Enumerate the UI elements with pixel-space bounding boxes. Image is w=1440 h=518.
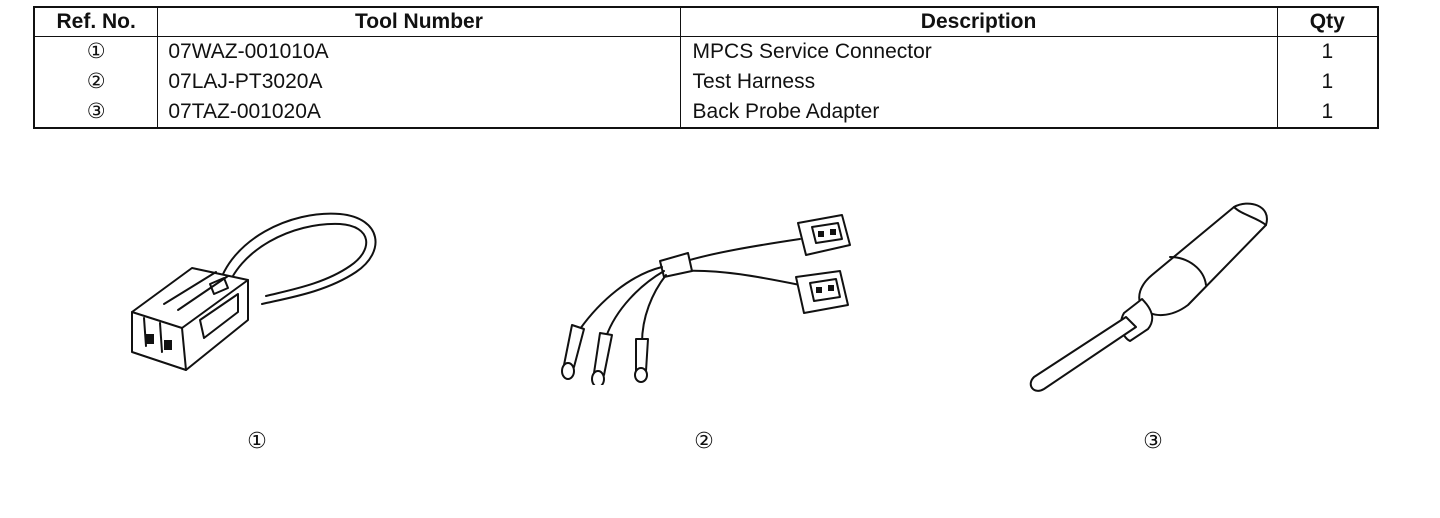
table-row: ③ 07TAZ-001020A Back Probe Adapter 1 — [33, 97, 1379, 128]
row-tool-number: 07WAZ-001010A — [157, 36, 681, 67]
header-ref-no: Ref. No. — [33, 6, 159, 37]
back-probe-adapter-icon — [1029, 202, 1268, 392]
service-connector-icon — [131, 212, 377, 371]
table-row: ② 07LAJ-PT3020A Test Harness 1 — [33, 67, 1379, 97]
row-description: MPCS Service Connector — [679, 36, 1278, 67]
row-ref: ① — [33, 36, 159, 67]
row-description: Back Probe Adapter — [679, 97, 1278, 128]
table-row: ① 07WAZ-001010A MPCS Service Connector 1 — [33, 36, 1379, 67]
test-harness-icon — [561, 214, 851, 385]
table-header-row: Ref. No. Tool Number Description Qty — [33, 6, 1379, 37]
illustration-label-2: ② — [694, 428, 714, 453]
row-qty: 1 — [1276, 67, 1379, 97]
row-qty: 1 — [1276, 97, 1379, 128]
header-description: Description — [679, 6, 1278, 37]
row-tool-number: 07LAJ-PT3020A — [157, 67, 681, 97]
illustration-label-1: ① — [247, 428, 267, 453]
illustration-label-3: ③ — [1143, 428, 1163, 453]
row-description: Test Harness — [679, 67, 1278, 97]
row-tool-number: 07TAZ-001020A — [157, 97, 681, 128]
row-qty: 1 — [1276, 36, 1379, 67]
row-ref: ③ — [33, 97, 159, 128]
header-qty: Qty — [1276, 6, 1379, 37]
row-ref: ② — [33, 67, 159, 97]
special-tools-table: Ref. No. Tool Number Description Qty ① 0… — [33, 6, 1379, 129]
header-tool-number: Tool Number — [157, 6, 681, 37]
